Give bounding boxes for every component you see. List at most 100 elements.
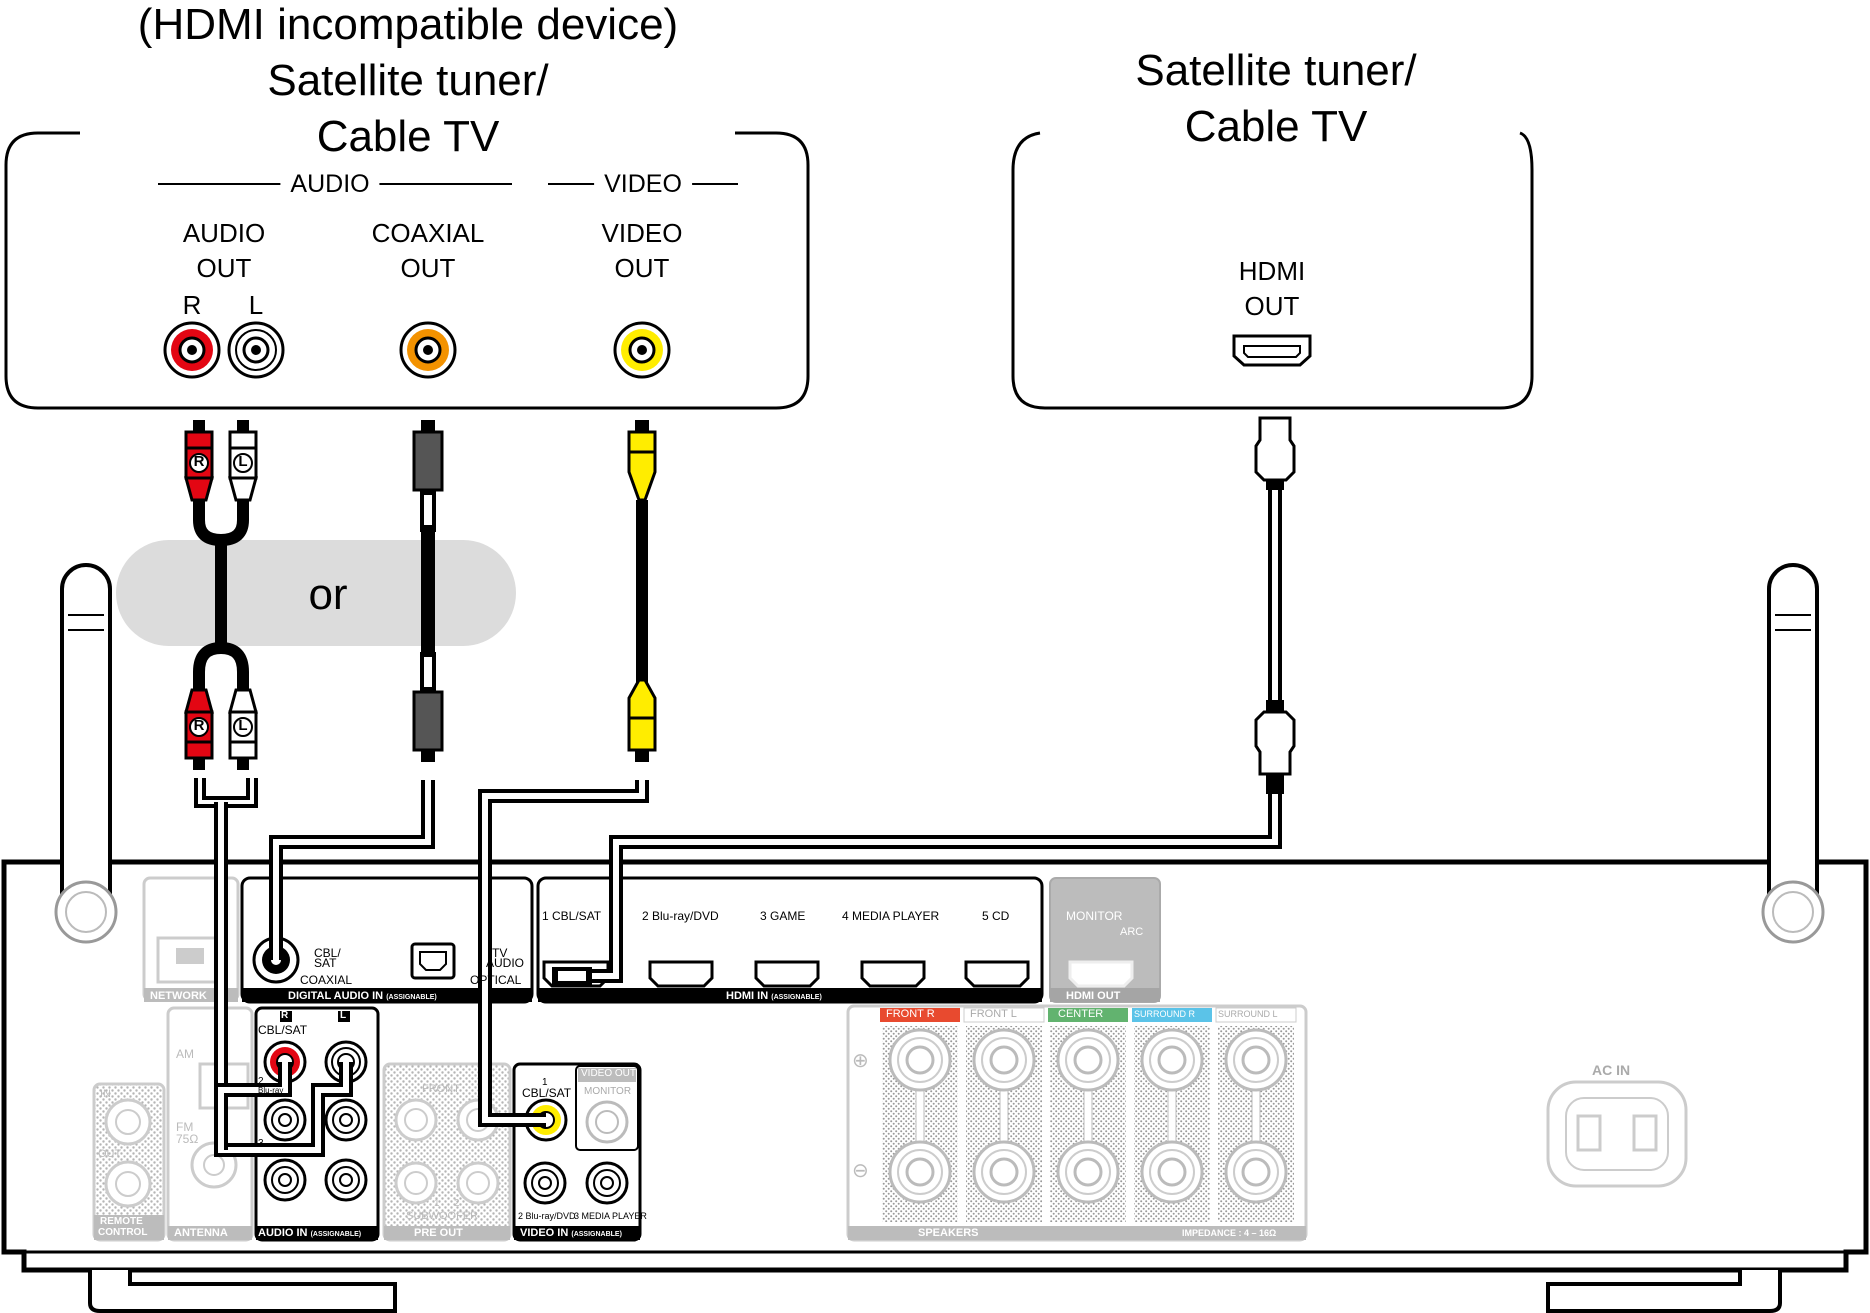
left-device-outline [4, 131, 810, 410]
speaker-terminal-knob [1241, 1045, 1271, 1075]
antenna-am-label: AM [176, 1047, 194, 1061]
right-foot [1546, 1270, 1782, 1313]
audio-in-cbl-sat-label: CBL/SAT [258, 1023, 308, 1037]
hdmi-out-section-label: HDMI OUT [1066, 990, 1121, 1002]
speaker-plus-sign: ⊕ [852, 1050, 869, 1072]
hdmi-in-3: 3 GAME [760, 909, 806, 923]
antenna-section-label: ANTENNA [174, 1227, 228, 1239]
speaker-front-l-label: FRONT L [970, 1008, 1017, 1020]
digital-optical-label: OPTICAL [470, 973, 522, 987]
video-out-label-line2: OUT [614, 253, 670, 283]
speaker-terminal-knob [905, 1045, 935, 1075]
speaker-terminal-knob [1157, 1045, 1187, 1075]
top-plug-l-label: L [238, 453, 248, 470]
video-out-label-line1: VIDEO [601, 218, 683, 248]
video-in-section [512, 1062, 642, 1242]
antenna-fm-ohm-label: 75Ω [176, 1132, 199, 1146]
remote-out-label: OUT [98, 1148, 122, 1160]
video-in-section-label: VIDEO IN (ASSIGNABLE) [520, 1227, 622, 1239]
audio-out-label-line1: AUDIO [182, 218, 266, 248]
video-in-2-label: 2 Blu-ray/DVD [518, 1211, 576, 1221]
video-out-label: VIDEO OUT [581, 1068, 637, 1079]
hdmi-in-4: 4 MEDIA PLAYER [842, 909, 940, 923]
remote-control-section [92, 1082, 166, 1242]
video-in-3-label: 3 MEDIA PLAYER [574, 1211, 647, 1221]
ac-in-label: AC IN [1592, 1062, 1631, 1078]
hdmi-out-port [1232, 334, 1312, 367]
remote-in-label: IN [100, 1088, 111, 1100]
remote-control-label-line2: CONTROL [98, 1227, 148, 1238]
white-audio-out-jack [227, 321, 285, 379]
speaker-terminal-knob [989, 1045, 1019, 1075]
speaker-terminal-knob [1157, 1157, 1187, 1187]
video-in-cbl-sat-label: CBL/SAT [522, 1086, 572, 1100]
or-label: or [308, 570, 348, 619]
left-device-title-line3: Cable TV [316, 112, 500, 161]
audio-in-3-label: 3 [258, 1138, 264, 1149]
audio-out-r-label: R [182, 290, 202, 320]
pre-out-front-label: FRONT [422, 1083, 460, 1095]
digital-cbl-sat-line1: CBL/ [314, 946, 341, 960]
antenna-fm-label: FM [176, 1120, 194, 1134]
audio-in-2-name: Blu-ray [258, 1086, 284, 1095]
right-antenna [1761, 563, 1825, 944]
pre-out-sub-2-label: 2 [454, 1198, 460, 1209]
digital-tv-line2: AUDIO [486, 956, 525, 970]
audio-in-section-label: AUDIO IN (ASSIGNABLE) [258, 1227, 362, 1239]
audio-in-r-label: R [281, 1010, 289, 1021]
right-device-title-line2: Cable TV [1184, 102, 1368, 151]
top-plug-r-label: R [193, 453, 205, 470]
speakers-section [846, 1004, 1308, 1242]
audio-cable [184, 420, 353, 1157]
hdmi-in-1: 1 CBL/SAT [542, 909, 602, 923]
hdmi-in-2: 2 Blu-ray/DVD [642, 909, 719, 923]
coaxial-out-label-line1: COAXIAL [371, 218, 485, 248]
coaxial-cable [269, 420, 444, 960]
hdmi-in-section [536, 876, 1044, 1004]
hdmi-out-section [1049, 877, 1161, 1003]
right-device-title-line1: Satellite tuner/ [1135, 46, 1417, 95]
coaxial-out-jack [399, 321, 457, 379]
left-foot [88, 1270, 397, 1313]
speaker-front-r-label: FRONT R [886, 1008, 935, 1020]
pre-out-subwoofer-label: SUBWOOFER [406, 1210, 479, 1222]
digital-coaxial-label: COAXIAL [300, 973, 353, 987]
hdmi-out-label-line2: OUT [1244, 291, 1300, 321]
hdmi-out-label-line1: HDMI [1238, 256, 1306, 286]
speaker-center-label: CENTER [1058, 1008, 1104, 1020]
ac-in-section [1546, 1080, 1688, 1188]
hdmi-out-arc-label: ARC [1120, 926, 1144, 938]
speakers-section-label: SPEAKERS [918, 1227, 979, 1239]
digital-audio-in-label: DIGITAL AUDIO IN (ASSIGNABLE) [288, 990, 437, 1002]
pre-out-section-label: PRE OUT [414, 1227, 463, 1239]
audio-out-label-line2: OUT [196, 253, 252, 283]
network-label: NETWORK [150, 990, 207, 1002]
red-audio-out-jack [163, 321, 221, 379]
left-antenna [54, 563, 118, 944]
bottom-plug-r-label: R [193, 717, 205, 734]
hdmi-cable [552, 416, 1296, 985]
video-out-jack [613, 321, 671, 379]
hdmi-in-5: 5 CD [982, 909, 1010, 923]
hdmi-out-monitor-label: MONITOR [1066, 909, 1123, 923]
speaker-surround-l-label: SURROUND L [1218, 1009, 1278, 1019]
digital-tv-line1: TV [492, 946, 508, 960]
speaker-terminal-knob [1241, 1157, 1271, 1187]
video-out-monitor-label: MONITOR [584, 1086, 632, 1097]
coaxial-out-label-line2: OUT [400, 253, 456, 283]
digital-audio-in-section [240, 876, 534, 1004]
left-device-title-line2: Satellite tuner/ [267, 56, 549, 105]
audio-in-l-label: L [340, 1010, 347, 1021]
video-group-label: VIDEO [594, 170, 692, 199]
receiver-body [1, 859, 1869, 1273]
speaker-minus-sign: ⊖ [852, 1160, 869, 1182]
video-cable [478, 420, 657, 1127]
speaker-terminal-knob [989, 1157, 1019, 1187]
audio-in-2-label: 2 [258, 1076, 264, 1087]
speaker-terminal-knob [905, 1157, 935, 1187]
audio-out-l-label: L [248, 290, 264, 320]
left-device-title-line1: (HDMI incompatible device) [137, 0, 679, 49]
remote-control-label-line1: REMOTE [100, 1216, 143, 1227]
digital-cbl-sat-line2: SAT [314, 956, 337, 970]
